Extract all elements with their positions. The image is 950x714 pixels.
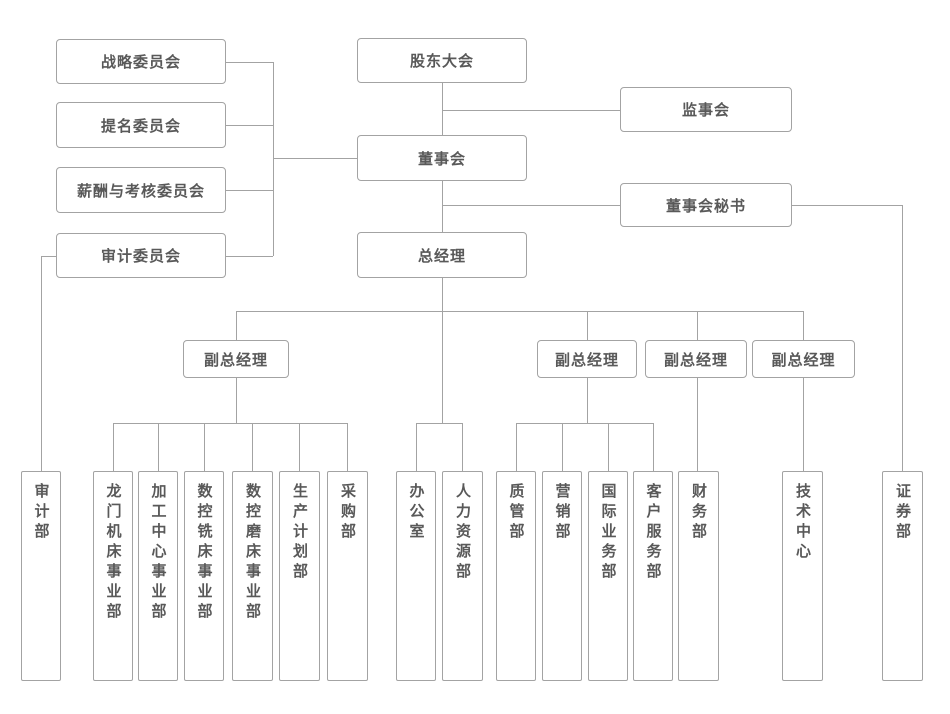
connector-dgm1-rail (113, 423, 347, 424)
org-node-label: 提名委员会 (100, 117, 181, 135)
connector-strategy-stub (226, 62, 273, 63)
org-node-label: 证券部 (894, 483, 911, 543)
org-node-board-secretary: 董事会秘书 (620, 183, 792, 227)
org-node-label: 财务部 (690, 483, 707, 543)
org-node-deputy-gm-4: 副总经理 (752, 340, 855, 378)
connector-drop-purchasing (347, 423, 348, 471)
connector-gm-down (442, 278, 443, 423)
org-node-label: 龙门机床事业部 (104, 483, 122, 623)
org-node-deputy-gm-1: 副总经理 (183, 340, 289, 378)
connector-dgm1-down (236, 378, 237, 423)
connector-compensation-stub (226, 190, 273, 191)
connector-to-secretary (442, 205, 620, 206)
org-node-deputy-gm-2: 副总经理 (537, 340, 637, 378)
org-node-label: 副总经理 (203, 351, 268, 369)
connector-spine-to-board (273, 158, 357, 159)
org-node-label: 客户服务部 (644, 483, 662, 583)
connector-dgm2-rail (516, 423, 653, 424)
org-node-technology-center: 技术中心 (782, 471, 823, 681)
org-node-label: 数控磨床事业部 (244, 483, 261, 623)
connector-drop-hr (462, 423, 463, 471)
org-node-label: 总经理 (417, 247, 466, 265)
org-node-international-business: 国际业务部 (588, 471, 628, 681)
org-node-label: 董事会秘书 (665, 197, 746, 215)
connector-drop-customer (653, 423, 654, 471)
org-node-label: 股东大会 (409, 53, 474, 70)
connector-rail-to-dgm2 (587, 311, 588, 340)
org-node-label: 监事会 (681, 102, 730, 119)
org-node-label: 技术中心 (794, 483, 811, 563)
org-node-securities: 证券部 (882, 471, 923, 681)
connector-drop-machining (158, 423, 159, 471)
org-node-label: 审计部 (32, 483, 50, 543)
org-node-machining-center: 加工中心事业部 (138, 471, 178, 681)
org-node-label: 营销部 (553, 483, 571, 543)
connector-board-to-gm (442, 181, 443, 232)
org-node-label: 采购部 (339, 483, 356, 543)
connector-shareholders-to-board (442, 83, 443, 135)
org-node-nomination-committee: 提名委员会 (56, 102, 226, 148)
connector-drop-office (416, 423, 417, 471)
org-node-customer-service: 客户服务部 (633, 471, 673, 681)
connector-gm-rail (416, 423, 462, 424)
connector-rail-to-dgm3 (697, 311, 698, 340)
org-node-label: 薪酬与考核委员会 (76, 182, 205, 200)
org-node-label: 数控铣床事业部 (195, 483, 213, 623)
org-node-production-planning: 生产计划部 (279, 471, 320, 681)
org-node-finance: 财务部 (678, 471, 719, 681)
connector-drop-production (299, 423, 300, 471)
org-node-deputy-gm-3: 副总经理 (645, 340, 747, 378)
org-node-label: 副总经理 (663, 351, 728, 369)
connector-secretary-to-securities (902, 205, 903, 471)
org-node-office: 办公室 (396, 471, 436, 681)
connector-to-supervisory (442, 110, 620, 111)
org-node-audit-committee: 审计委员会 (56, 233, 226, 278)
connector-main-rail (236, 311, 803, 312)
org-node-quality: 质管部 (496, 471, 536, 681)
connector-auditcommittee-to-auditdept (41, 256, 42, 471)
connector-drop-grinding (252, 423, 253, 471)
connector-drop-milling (204, 423, 205, 471)
org-node-label: 办公室 (407, 483, 425, 543)
org-node-supervisory-board: 监事会 (620, 87, 792, 132)
org-node-label: 副总经理 (554, 351, 619, 369)
org-node-label: 质管部 (507, 483, 525, 543)
org-node-label: 加工中心事业部 (149, 483, 167, 623)
connector-rail-to-dgm4 (803, 311, 804, 340)
connector-drop-marketing (562, 423, 563, 471)
org-node-cnc-grinding: 数控磨床事业部 (232, 471, 273, 681)
org-node-purchasing: 采购部 (327, 471, 368, 681)
org-node-label: 战略委员会 (100, 54, 181, 71)
connector-dgm3-to-finance (697, 378, 698, 471)
connector-committee-spine (273, 62, 274, 256)
org-node-audit-dept: 审计部 (21, 471, 61, 681)
org-node-label: 生产计划部 (291, 483, 308, 583)
org-node-label: 国际业务部 (599, 483, 617, 583)
connector-dgm4-to-tech (803, 378, 804, 471)
connector-secretary-right (792, 205, 902, 206)
connector-auditcommittee-left (41, 256, 56, 257)
org-node-strategy-committee: 战略委员会 (56, 39, 226, 84)
org-node-human-resources: 人力资源部 (442, 471, 483, 681)
org-node-marketing: 营销部 (542, 471, 582, 681)
org-node-label: 董事会 (417, 150, 466, 168)
connector-nomination-stub (226, 125, 273, 126)
org-node-label: 副总经理 (771, 351, 836, 369)
org-node-shareholders-meeting: 股东大会 (357, 38, 527, 83)
connector-drop-quality (516, 423, 517, 471)
connector-drop-longmen (113, 423, 114, 471)
connector-rail-to-dgm1 (236, 311, 237, 340)
connector-drop-international (608, 423, 609, 471)
org-node-cnc-milling: 数控铣床事业部 (184, 471, 224, 681)
org-node-general-manager: 总经理 (357, 232, 527, 278)
org-node-label: 审计委员会 (100, 248, 181, 265)
connector-dgm2-down (587, 378, 588, 423)
connector-auditcommittee-stub (226, 256, 273, 257)
org-node-compensation-committee: 薪酬与考核委员会 (56, 167, 226, 213)
org-node-label: 人力资源部 (454, 483, 471, 583)
org-node-longmen-machine-tool: 龙门机床事业部 (93, 471, 133, 681)
org-node-board-of-directors: 董事会 (357, 135, 527, 181)
